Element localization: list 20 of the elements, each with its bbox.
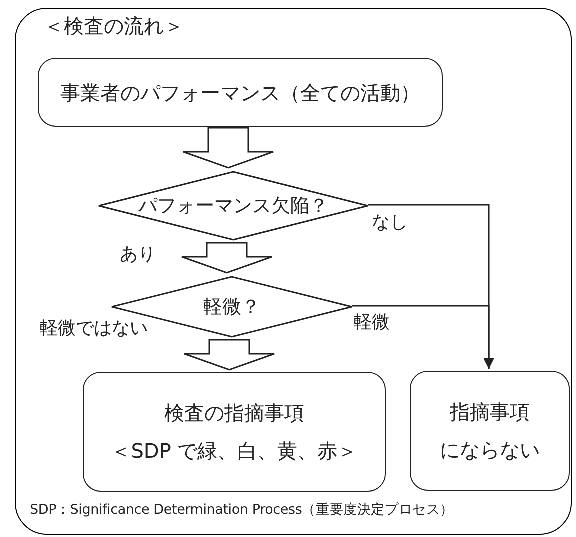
- box-text: ＜SDP で緑、白、黄、赤＞: [111, 439, 358, 463]
- footnote: SDP：Significance Determination Process（重要度決定プロセス）: [30, 501, 454, 519]
- frame-box: [15, 8, 572, 535]
- box-text: 指摘事項: [450, 400, 530, 424]
- decision-text: パフォーマンス欠陥？: [138, 194, 328, 218]
- edge-label: なし: [372, 212, 408, 234]
- edge-label: 軽微ではない: [40, 318, 148, 340]
- block-arrow: [181, 242, 273, 274]
- box-text: 検査の指摘事項: [164, 401, 304, 425]
- process-box: [410, 371, 570, 491]
- decision-text: 軽微？: [204, 295, 260, 319]
- block-arrow: [182, 127, 274, 169]
- box-text: 事業者のパフォーマンス（全ての活動）: [60, 80, 420, 104]
- arrow: [352, 305, 494, 369]
- edge-label: 軽微: [354, 312, 390, 334]
- box-text: にならない: [440, 438, 540, 462]
- process-box: [83, 372, 386, 492]
- frame-heading: ＜検査の流れ＞: [44, 13, 184, 39]
- process-box: [38, 58, 443, 127]
- block-arrow: [184, 339, 276, 371]
